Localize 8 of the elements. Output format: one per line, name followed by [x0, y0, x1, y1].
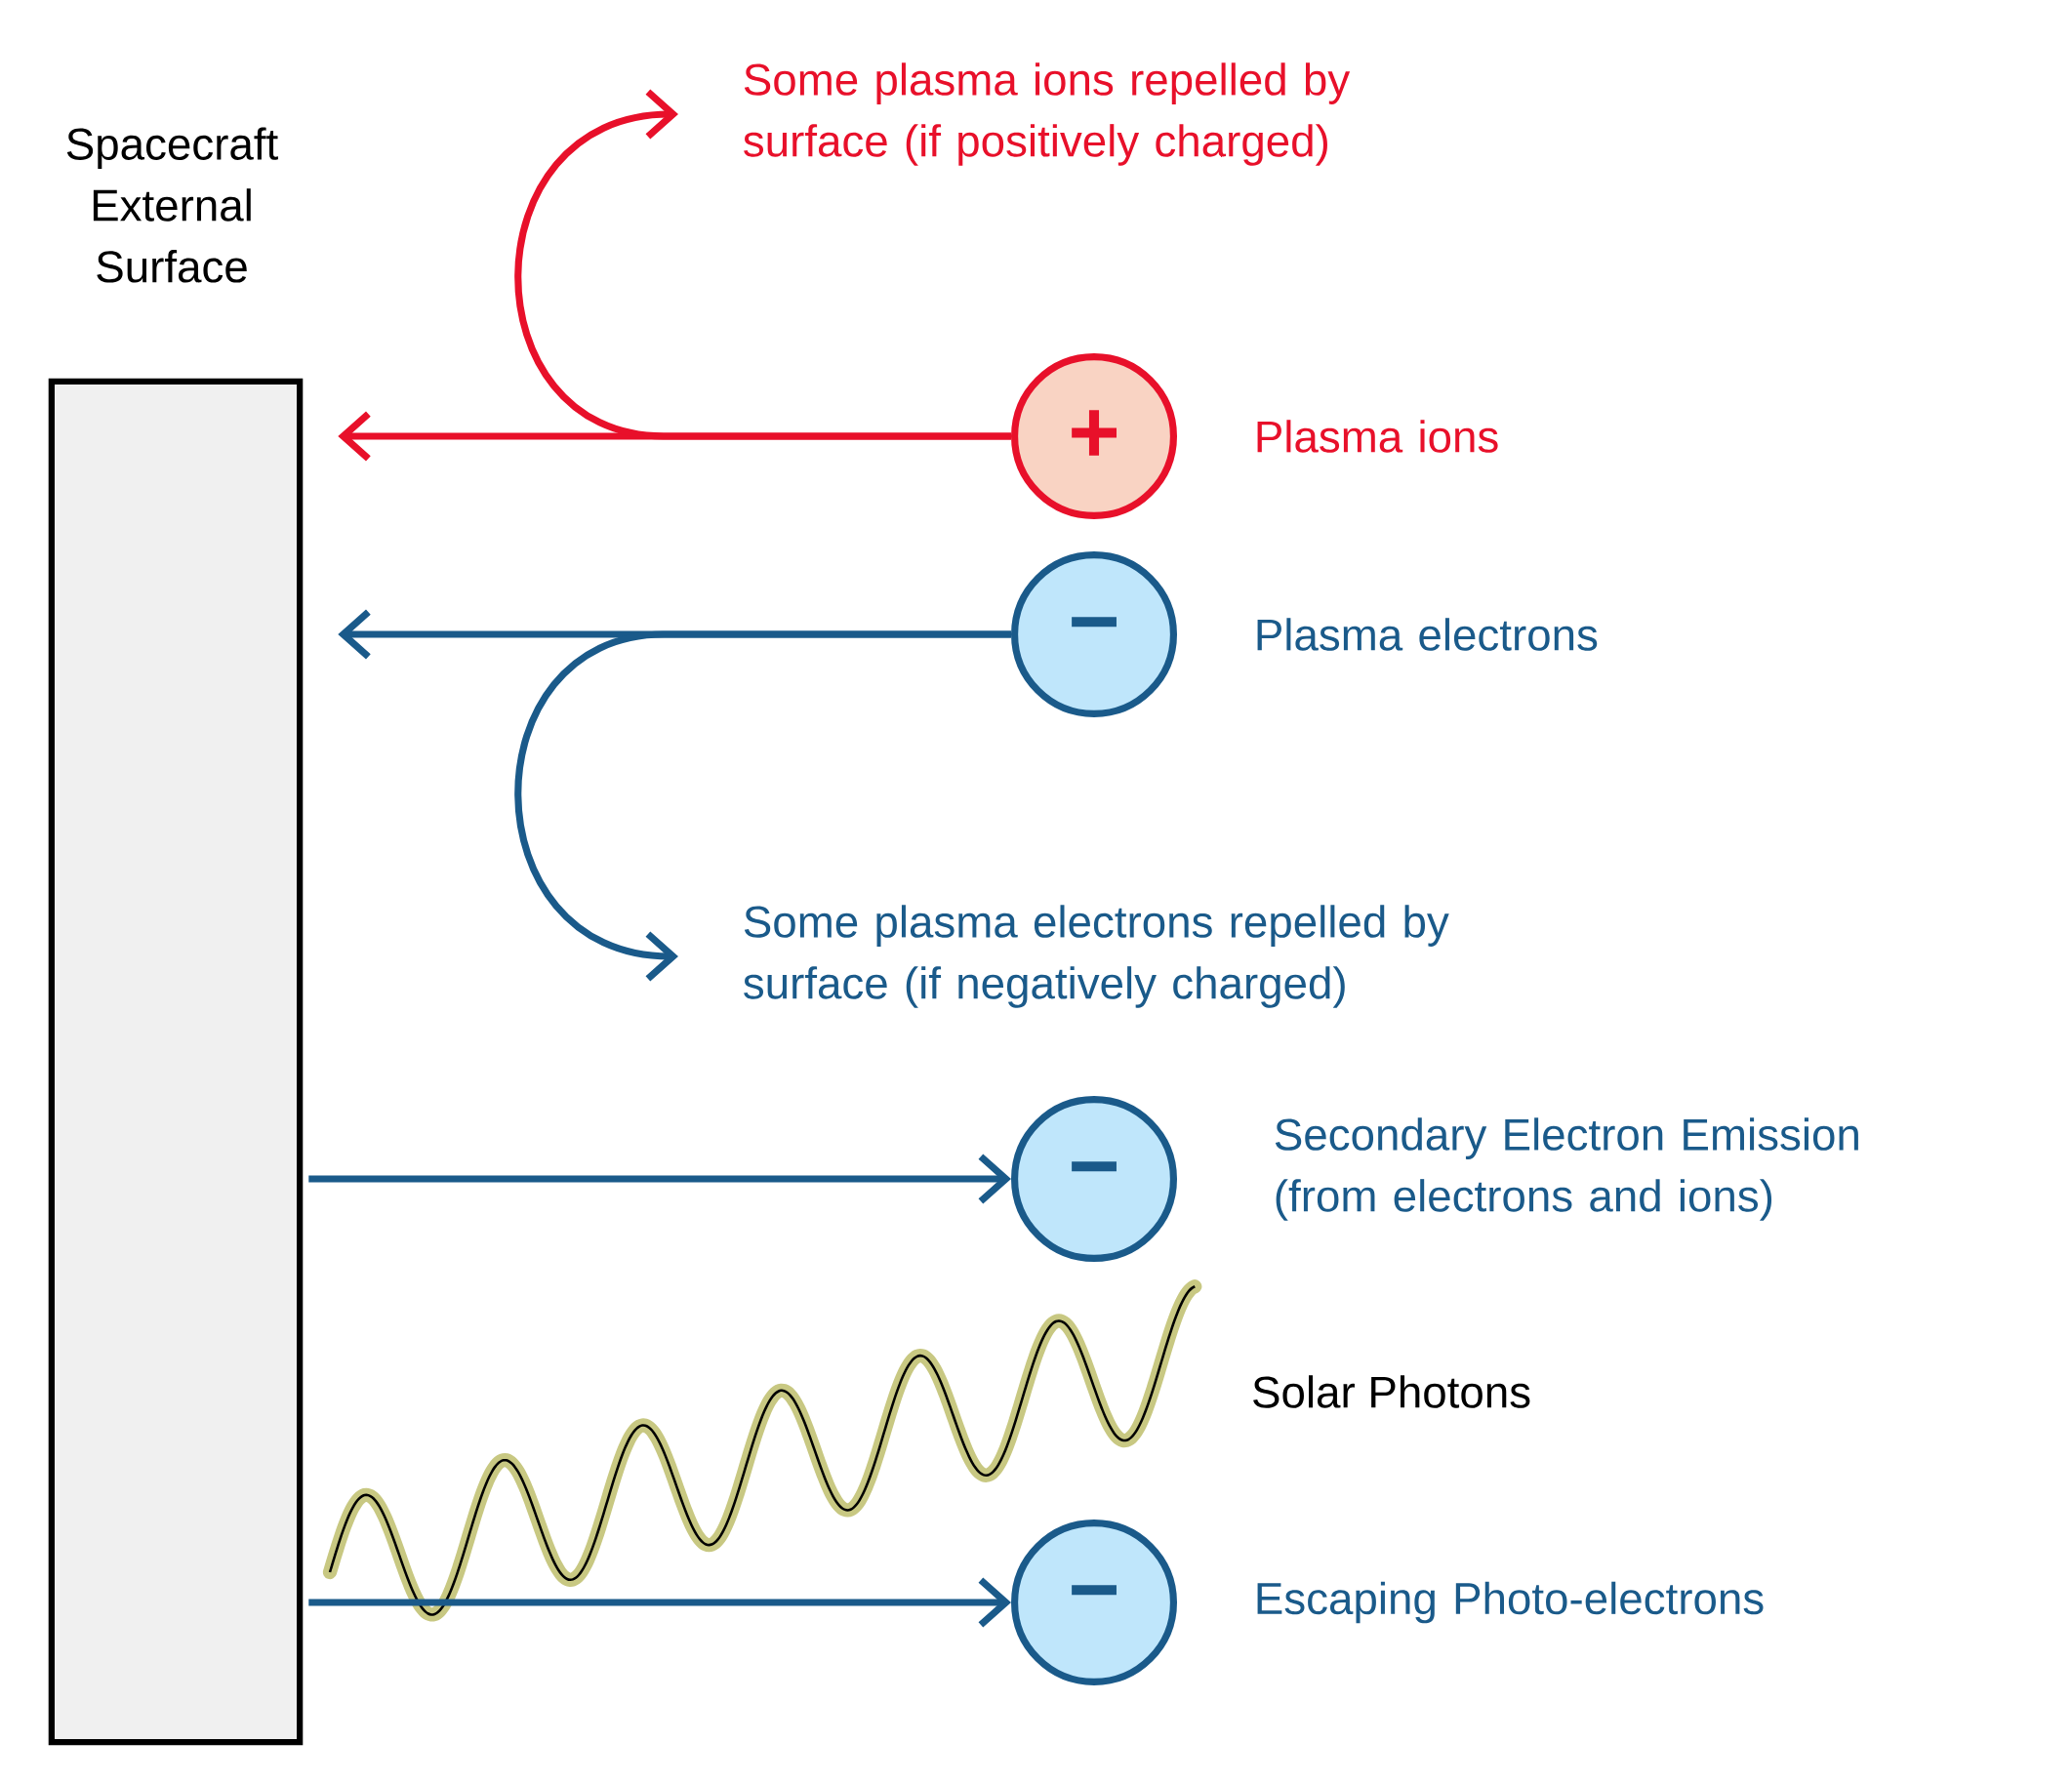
particle-label: Plasma electrons	[1257, 618, 1598, 651]
particle-label: Plasma ions	[1257, 420, 1498, 453]
particle-label: Escaping Photo-electrons	[1257, 1581, 1764, 1624]
particle-label: Secondary Electron Emission (from electrons and ions)	[1275, 1117, 1858, 1221]
surface-heading: Spacecraft External Surface	[66, 127, 278, 283]
wave-label: Solar Photons	[1253, 1375, 1530, 1408]
note-text: Some plasma electrons repelled by surface (if negatively charged)	[744, 905, 1449, 1008]
note-text: Some plasma ions repelled by surface (if positively charged)	[744, 62, 1351, 166]
